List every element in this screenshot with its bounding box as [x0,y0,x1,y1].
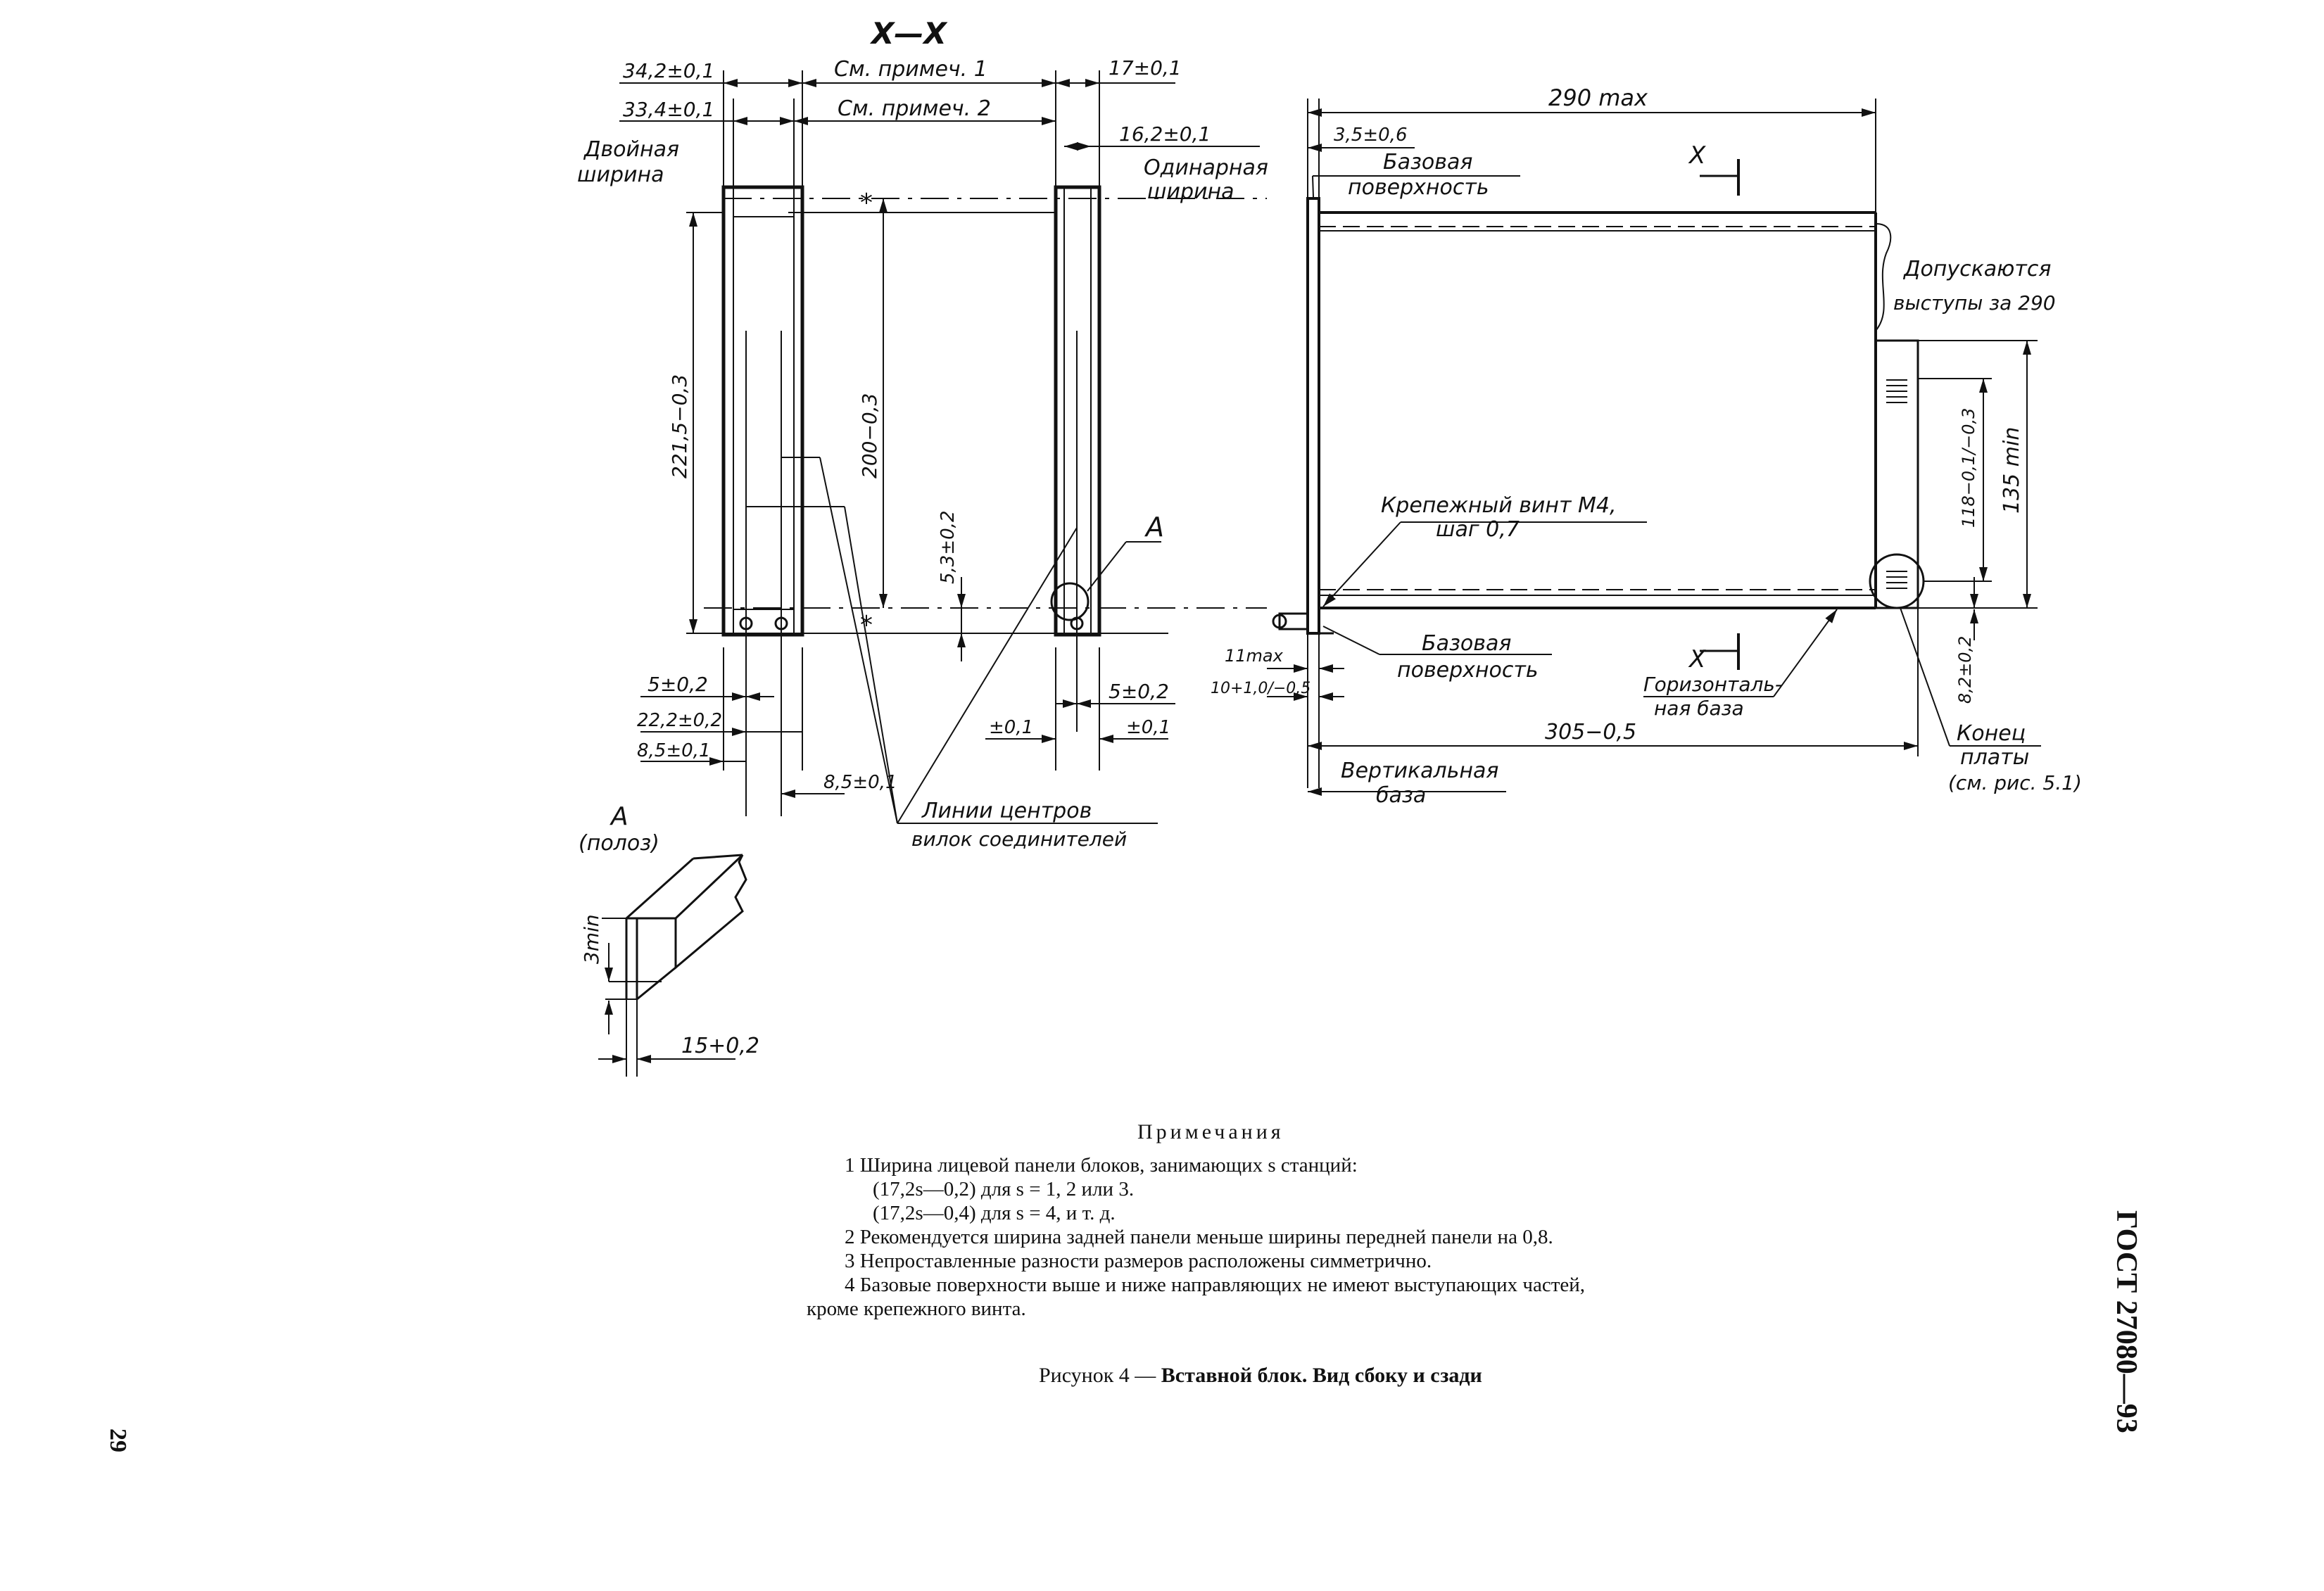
protrusions-label-1: Допускаются [1902,257,2051,281]
protrusions-label-2: выступы за 290 [1893,291,2056,315]
board-end-2: платы [1960,745,2029,770]
dim-5-3: 5,3±0,2 [937,511,959,584]
dim-118: 118−0,1/−0,3 [1959,408,1978,528]
dim-8-5-left: 8,5±0,1 [637,740,710,761]
letter-a: A [1144,512,1164,543]
detail-a-title: A [610,802,629,831]
star-top: * [860,189,873,217]
note-1a: (17,2s—0,2) для s = 1, 2 или 3. [873,1178,1135,1200]
mounting-screw [1278,612,1309,630]
note-3: 3 Непроставленные разности размеров расп… [845,1250,1432,1272]
board-end-3: (см. рис. 5.1) [1948,771,2082,794]
screw-label-1: Крепежный винт М4, [1381,493,1617,518]
dim-22-2: 22,2±0,2 [637,710,722,731]
caption-prefix: Рисунок 4 — [1039,1364,1161,1387]
note-2: 2 Рекомендуется ширина задней панели мен… [845,1226,1553,1248]
base-surface-bottom-2: поверхность [1397,658,1539,683]
dim-290max: 290 max [1548,84,1648,111]
note-4b: кроме крепежного винта. [807,1298,1026,1320]
dim-221-5: 221,5−0,3 [668,374,691,478]
section-view: X—X [577,16,1268,851]
star-bottom: * [860,611,873,640]
center-lines-label-1: Линии центров [921,799,1092,823]
dim-135min: 135 min [2000,427,2024,514]
single-width-label-1: Одинарная [1144,156,1268,180]
dim-305: 305−0,5 [1545,720,1636,744]
tol-01-b: ±0,1 [1126,717,1170,738]
note-1b: (17,2s—0,4) для s = 4, и т. д. [873,1202,1116,1224]
dim-34-2: 34,2±0,1 [623,59,714,82]
center-lines-label-2: вилок соединителей [911,828,1127,851]
board-end-1: Конец [1957,721,2026,746]
front-panel [1306,197,1320,635]
screw-label-2: шаг 0,7 [1436,517,1520,542]
detail-a-subtitle: (полоз) [579,831,659,856]
section-title: X—X [869,16,948,51]
notes-title: Примечания [1137,1120,1284,1143]
dim-3-5: 3,5±0,6 [1334,125,1407,146]
dim-200: 200−0,3 [858,393,881,478]
dim-15: 15+0,2 [681,1034,759,1058]
dim-16-2: 16,2±0,1 [1119,122,1211,146]
dim-17: 17±0,1 [1109,56,1182,80]
base-surface-top-2: поверхность [1348,175,1489,200]
tol-01-a: ±0,1 [989,717,1033,738]
x-marker-bottom: X [1688,645,1706,673]
dim-3min: 3min [580,914,603,964]
standard-number: ГОСТ 27080—93 [2110,1210,2142,1433]
note-1: 1 Ширина лицевой панели блоков, занимающ… [845,1154,1358,1177]
horizontal-base-1: Горизонталь- [1643,673,1782,696]
slide-rail-block [626,854,747,970]
base-surface-bottom-1: Базовая [1422,631,1511,656]
dim-33-4: 33,4±0,1 [623,98,714,121]
caption-title: Вставной блок. Вид сбоку и сзади [1161,1364,1482,1387]
base-surface-top-1: Базовая [1383,150,1472,175]
dim-5-right: 5±0,2 [1109,680,1169,703]
see-note-2: См. примеч. 2 [838,96,991,121]
double-width-label-1: Двойная [583,137,679,162]
dim-5-left: 5±0,2 [648,673,708,696]
dim-11max: 11max [1225,646,1284,666]
detail-a-view: A (полоз) 3min 15+0,2 [579,802,759,1077]
double-width-label-2: ширина [577,163,664,187]
horizontal-base-2: ная база [1654,697,1744,720]
double-width-plate [721,185,804,637]
single-width-label-2: ширина [1147,179,1234,204]
dim-10: 10+1,0/−0,5 [1211,680,1311,697]
detail-a-circle [1050,582,1090,621]
board-end-circle [1869,553,1925,609]
vertical-base-2: база [1376,783,1426,808]
vertical-base-1: Вертикальная [1341,759,1498,783]
note-4a: 4 Базовые поверхности выше и ниже направ… [845,1274,1586,1296]
dim-8-2: 8,2±0,2 [1955,636,1975,704]
page-number: 29 [105,1428,131,1452]
see-note-1: См. примеч. 1 [834,57,987,82]
x-marker-top: X [1688,141,1706,170]
dim-8-5-right: 8,5±0,1 [823,772,897,793]
figure-caption: Рисунок 4 — Вставной блок. Вид сбоку и с… [1039,1364,1482,1388]
side-view: 290 max 3,5±0,6 Базовая поверхность X До… [1211,84,2082,808]
